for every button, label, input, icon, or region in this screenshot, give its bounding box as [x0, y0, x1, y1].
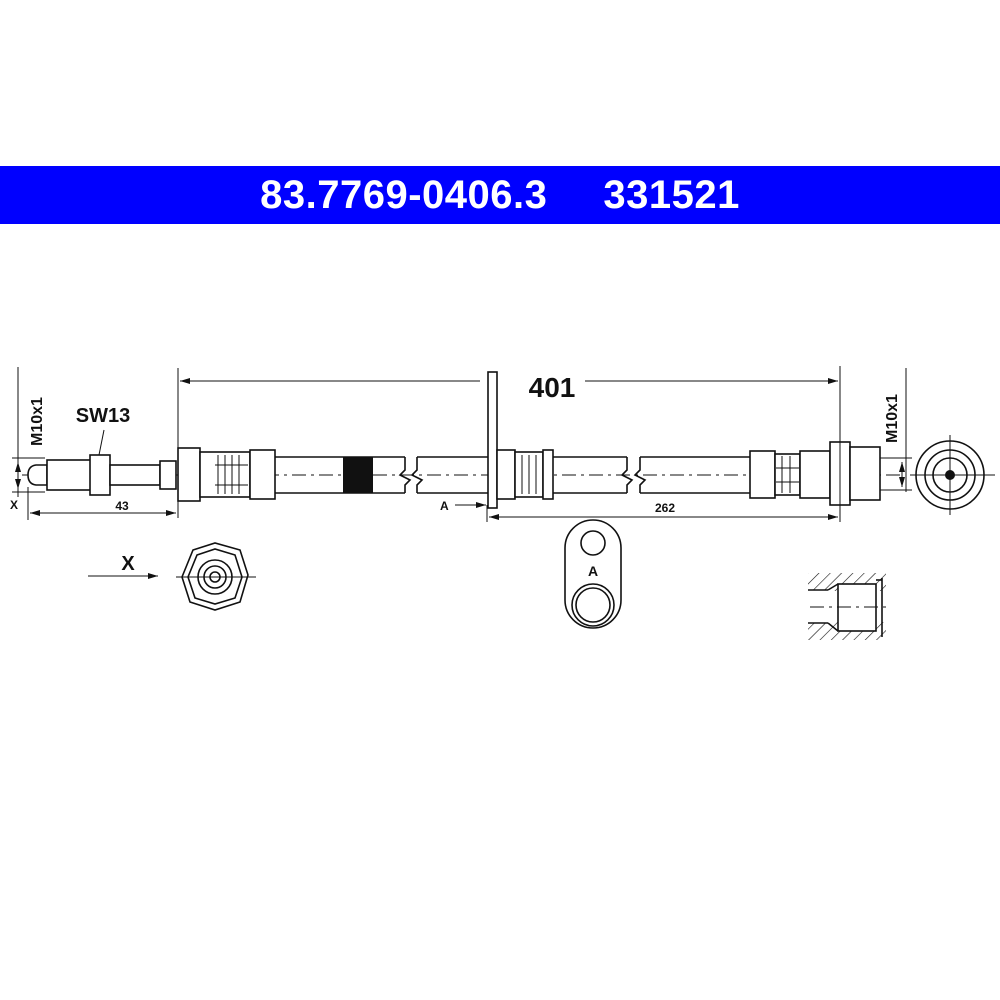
- middle-fitting: [496, 449, 554, 500]
- thread-dimension-right: M10x1: [880, 368, 912, 492]
- bracket-view-label: A: [440, 499, 449, 513]
- bracket-length-label: 262: [655, 501, 675, 515]
- marking-band: [343, 457, 373, 493]
- right-thread-label: M10x1: [884, 394, 901, 443]
- bracket-arrow-a: A: [440, 499, 486, 513]
- title-banner: 83.7769-0406.3 331521: [0, 166, 1000, 224]
- bracket-plate: [487, 371, 498, 509]
- view-x: X: [88, 542, 256, 611]
- hex-nut-sw13: [89, 454, 111, 496]
- hose-segment: [553, 456, 750, 494]
- thread-dimension-left: M10x1 X: [10, 367, 46, 512]
- overall-length-label: 401: [529, 372, 576, 403]
- wrench-size-callout: SW13: [76, 405, 130, 456]
- hose-segment: [275, 456, 490, 494]
- wrench-size-label: SW13: [76, 405, 130, 427]
- bracket-detail-label: A: [588, 563, 598, 579]
- left-end-length-label: 43: [115, 499, 129, 513]
- bracket-detail-a: A: [564, 519, 622, 629]
- reference-number: 331521: [603, 172, 740, 217]
- left-thread-label: M10x1: [29, 397, 46, 446]
- part-number: 83.7769-0406.3: [260, 172, 548, 217]
- left-fitting: [27, 447, 276, 502]
- port-section-view: [808, 573, 888, 640]
- right-fitting: [749, 441, 881, 506]
- dimension-262: 262: [486, 501, 838, 522]
- view-x-label: X: [121, 553, 135, 575]
- x-dim-label: X: [10, 498, 18, 512]
- end-view-right: [910, 435, 995, 515]
- dimension-401: 401: [177, 366, 841, 522]
